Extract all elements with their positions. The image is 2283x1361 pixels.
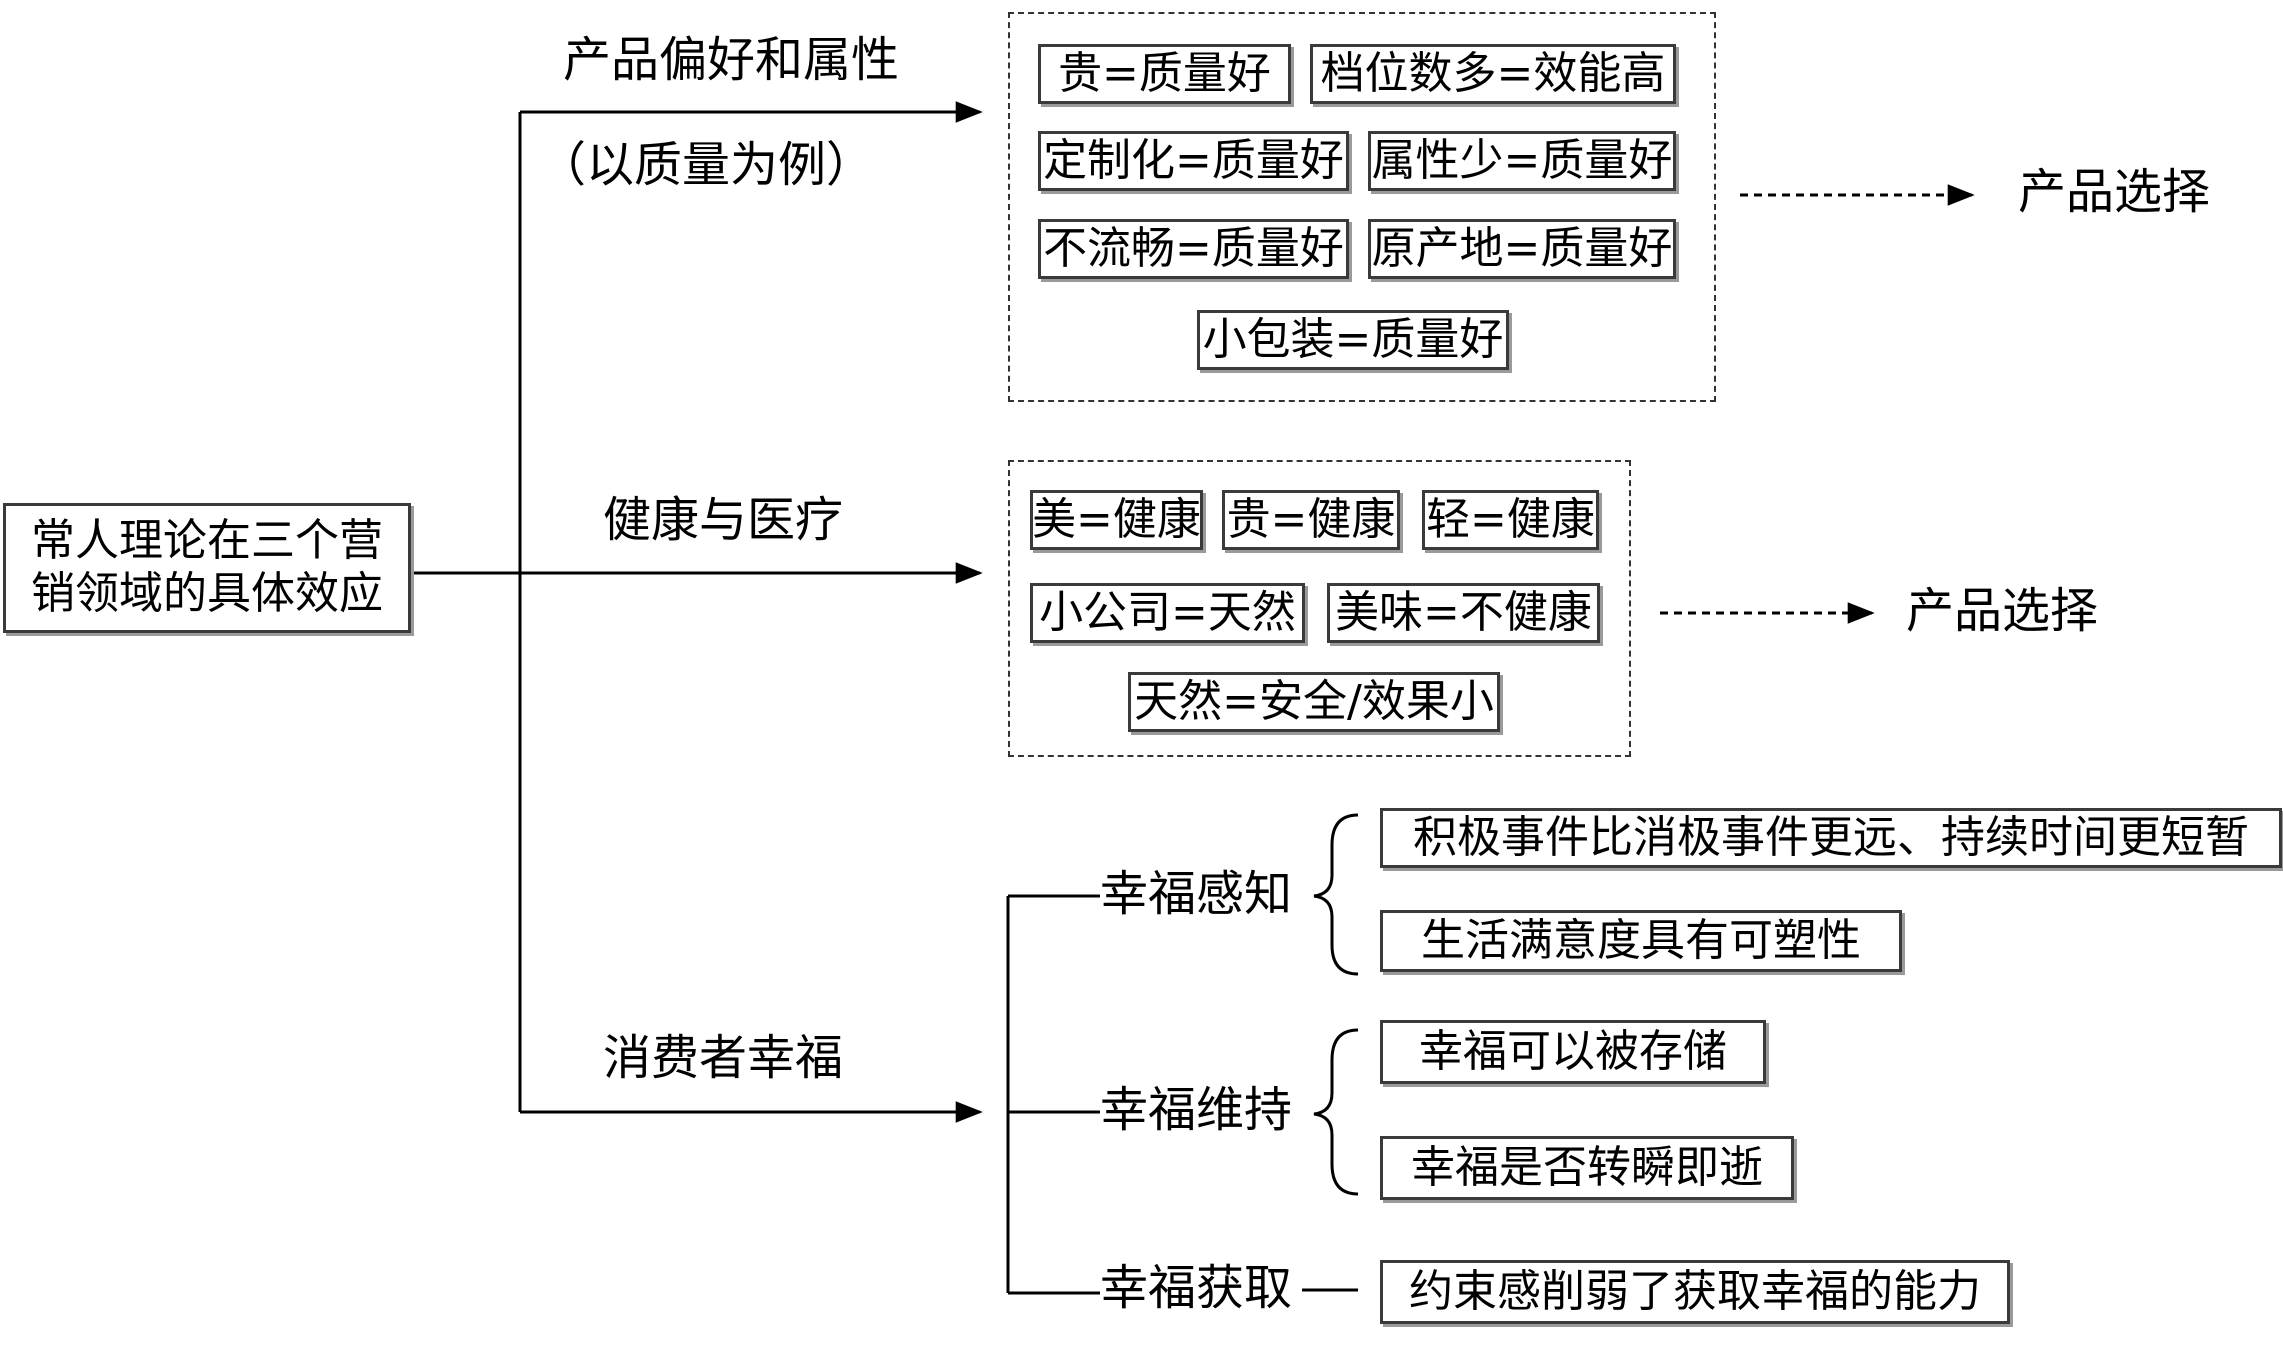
quality-item: 属性少=质量好 [1368,131,1676,191]
quality-item: 贵=质量好 [1038,44,1291,104]
happiness-label: 消费者幸福 [603,1030,844,1086]
health-group-frame [1008,460,1631,757]
happiness-maintenance-label: 幸福维持 [1100,1082,1293,1138]
health-item: 贵=健康 [1222,490,1400,550]
root-label: 常人理论在三个营销领域的具体效应 [31,515,383,619]
happiness-acquisition-label: 幸福获取 [1100,1260,1293,1316]
health-item: 轻=健康 [1422,490,1599,550]
happiness-item: 幸福可以被存储 [1380,1020,1766,1084]
quality-sublabel: （以质量为例） [538,137,875,193]
quality-outcome: 产品选择 [2018,164,2211,220]
maintenance-brace [1313,1028,1359,1196]
quality-group-frame [1008,12,1716,402]
quality-label: 产品偏好和属性 [563,32,900,88]
root-node: 常人理论在三个营销领域的具体效应 [3,503,411,633]
health-item: 天然=安全/效果小 [1128,672,1500,732]
perception-brace [1313,813,1359,976]
happiness-item: 积极事件比消极事件更远、持续时间更短暂 [1380,808,2282,868]
quality-item: 不流畅=质量好 [1038,219,1349,279]
quality-item: 原产地=质量好 [1368,219,1676,279]
health-outcome: 产品选择 [1906,583,2099,639]
health-item: 美=健康 [1030,490,1203,550]
quality-item: 小包装=质量好 [1197,310,1509,370]
health-item: 小公司=天然 [1030,583,1305,643]
happiness-item: 幸福是否转瞬即逝 [1380,1136,1794,1200]
quality-item: 定制化=质量好 [1038,131,1349,191]
happiness-item: 生活满意度具有可塑性 [1380,910,1902,972]
happiness-perception-label: 幸福感知 [1100,866,1293,922]
happiness-item: 约束感削弱了获取幸福的能力 [1380,1260,2010,1324]
health-label: 健康与医疗 [603,492,844,548]
quality-item: 档位数多=效能高 [1310,44,1676,104]
health-item: 美味=不健康 [1327,583,1600,643]
